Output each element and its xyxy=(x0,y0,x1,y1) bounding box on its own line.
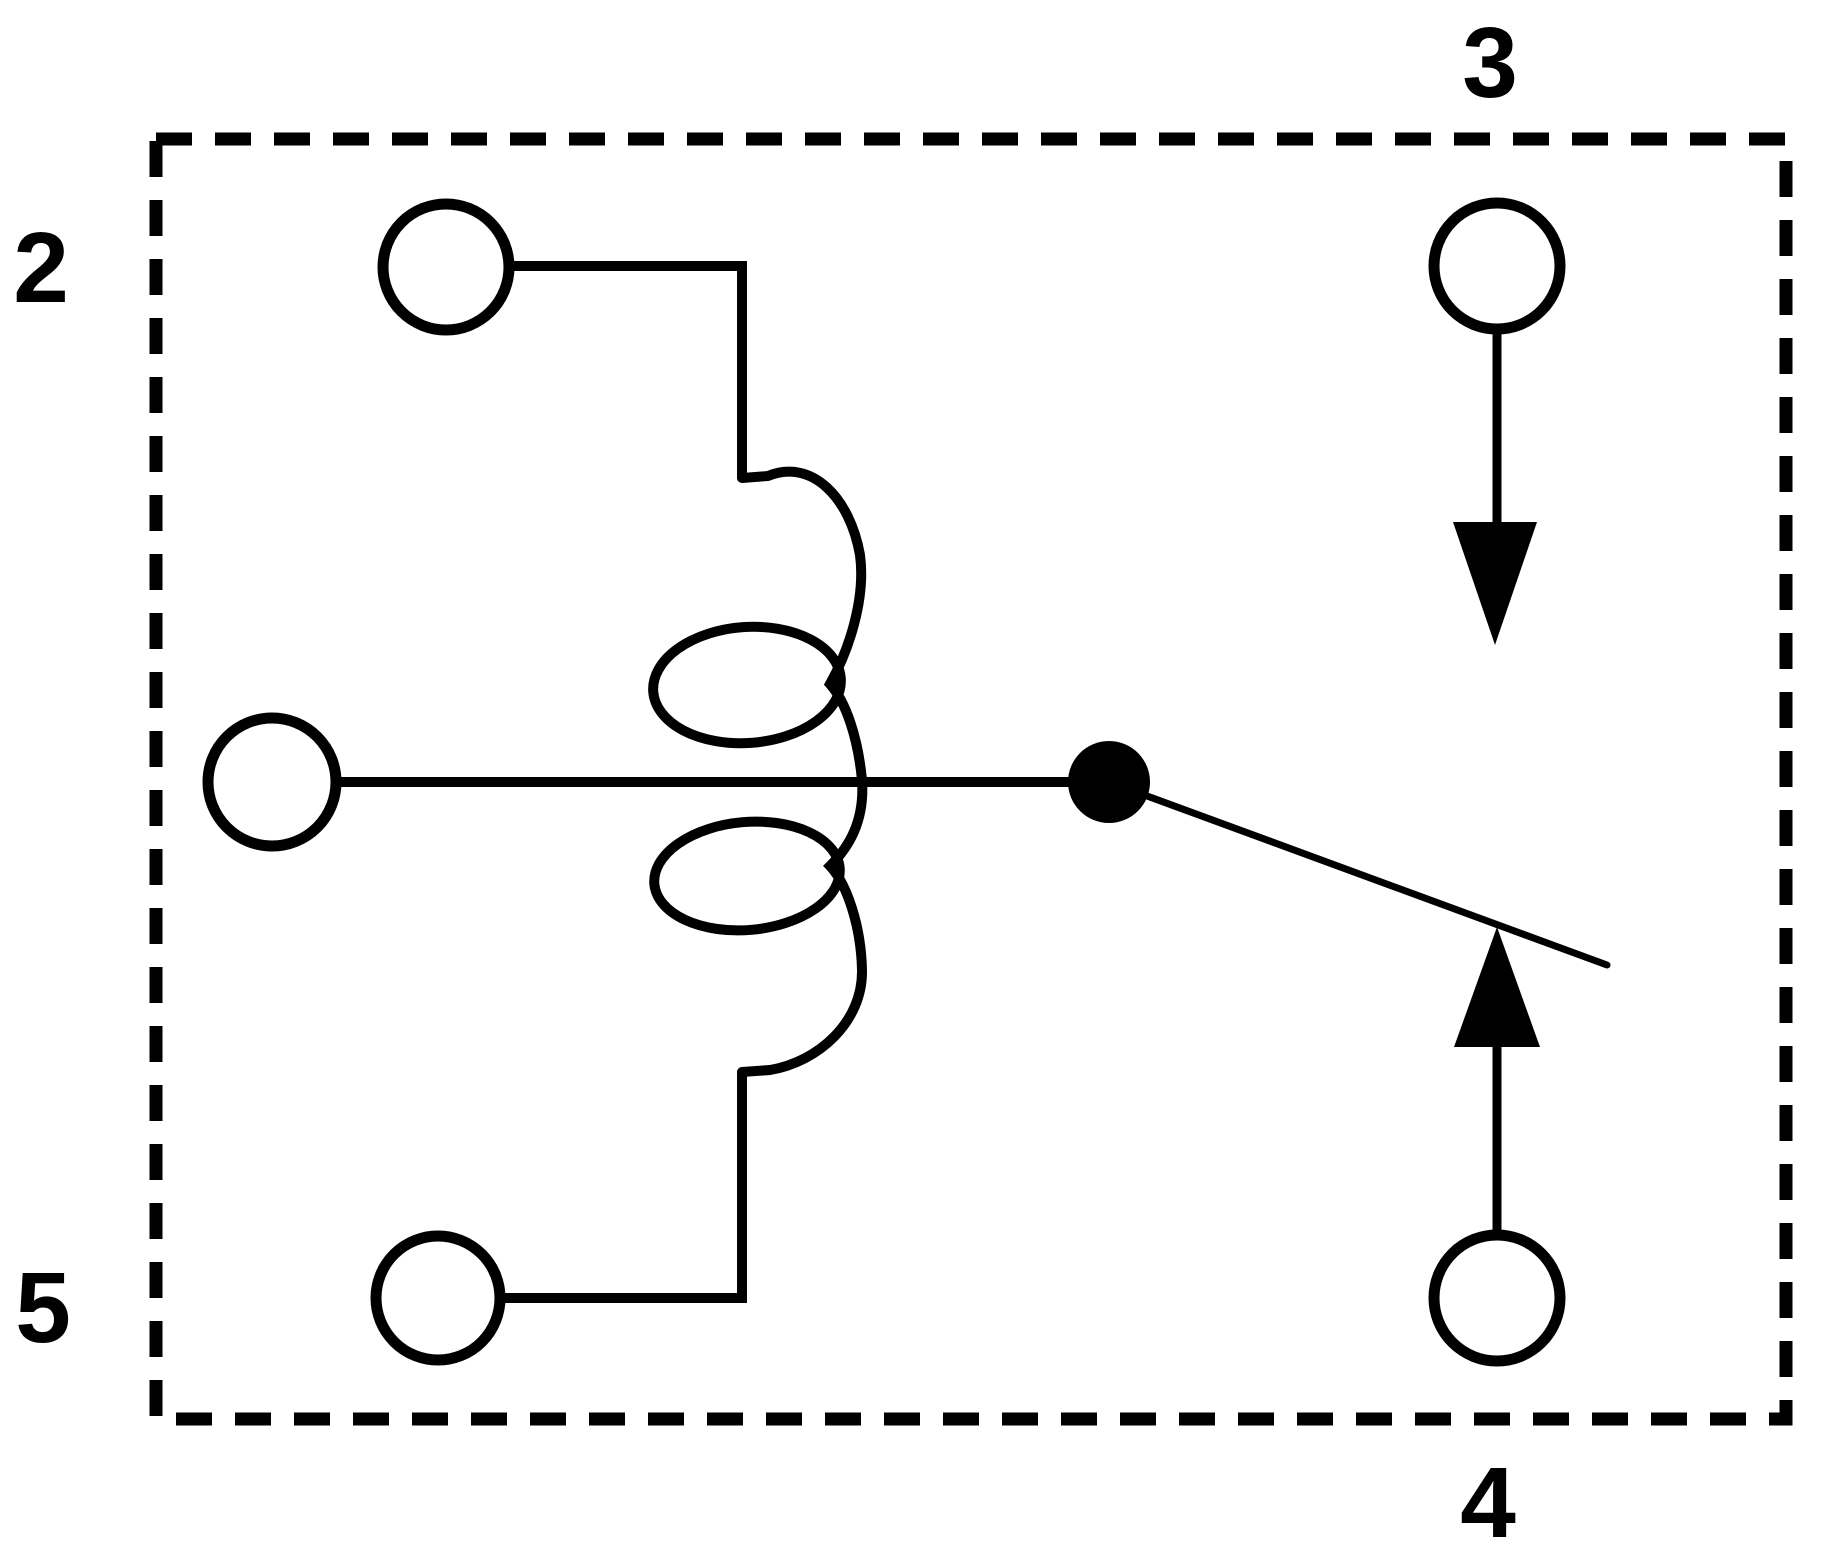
pin5-wire xyxy=(501,1072,747,1303)
coil-spiral-connector xyxy=(737,466,868,1077)
pin4-label: 4 xyxy=(1460,1447,1516,1559)
coil-loop-lower xyxy=(649,816,845,936)
switch-arm xyxy=(1105,778,1611,969)
common-terminal-circle xyxy=(202,712,342,852)
pin2-label: 2 xyxy=(13,212,69,324)
pin4-arrow-up-icon xyxy=(1454,927,1540,1047)
pin5-label: 5 xyxy=(15,1252,71,1364)
pin2-terminal-circle xyxy=(377,198,515,336)
pin5-terminal-circle xyxy=(370,1230,506,1366)
enclosure-dashed-border xyxy=(149,132,1793,1426)
pin4-terminal-circle xyxy=(1428,1229,1566,1367)
coil-loop-upper xyxy=(648,621,846,749)
pin2-wire xyxy=(510,261,747,478)
pin3-arrow-down-icon xyxy=(1453,522,1537,645)
pin3-terminal-circle xyxy=(1428,197,1566,335)
pin3-label: 3 xyxy=(1462,7,1518,119)
